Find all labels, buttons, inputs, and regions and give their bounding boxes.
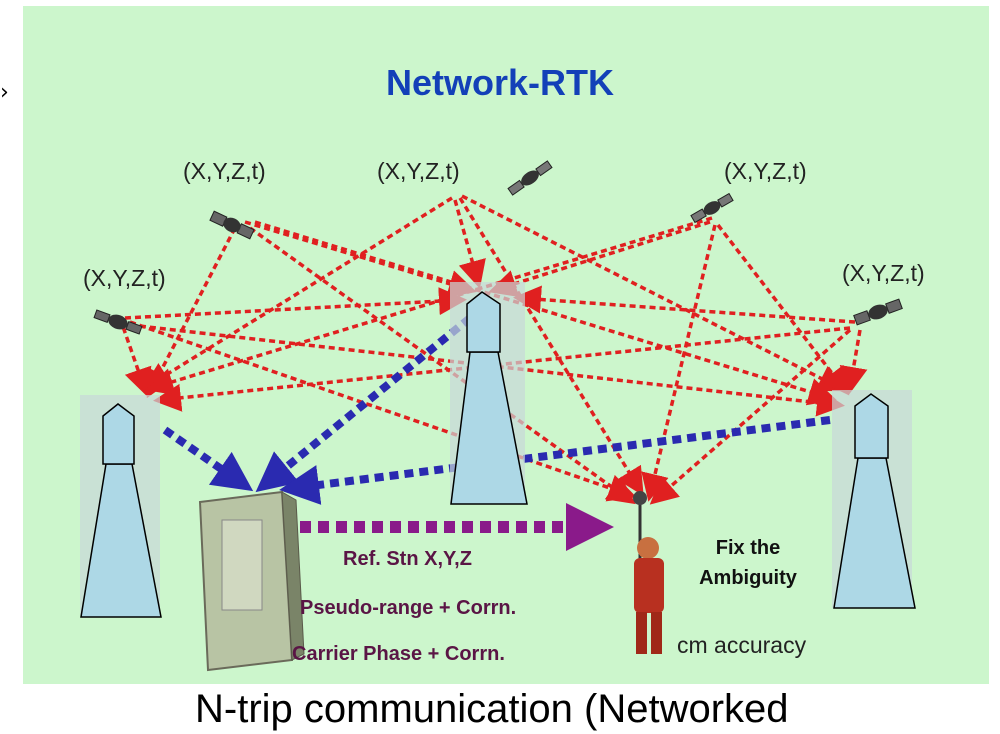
caption-text: N-trip communication (Networked xyxy=(195,687,789,731)
signal-arrow xyxy=(248,226,636,505)
correction-arrows xyxy=(162,314,831,505)
signal-arrow xyxy=(458,197,644,496)
signal-arrow xyxy=(142,196,453,390)
data-flow-line: Pseudo-range + Corrn. xyxy=(300,597,517,619)
rover-status-line: Ambiguity xyxy=(699,567,797,589)
signal-arrow xyxy=(716,223,850,396)
correction-arrow xyxy=(279,416,831,505)
signal-arrow xyxy=(129,320,637,502)
chevron-right-icon: › xyxy=(0,80,9,105)
satellite-label: (X,Y,Z,t) xyxy=(724,158,807,184)
satellite-icon xyxy=(507,160,553,196)
reference-station-tower xyxy=(832,390,916,609)
signal-arrow xyxy=(513,285,856,324)
reference-station-tower xyxy=(450,282,528,505)
rover-status-line: Fix the xyxy=(715,537,781,559)
correction-arrow xyxy=(162,426,254,492)
diagram-title: Network-RTK xyxy=(385,62,614,103)
signal-arrow xyxy=(145,216,713,396)
signal-arrow xyxy=(839,329,868,395)
signal-arrow xyxy=(453,199,486,289)
signal-arrow xyxy=(129,323,845,417)
network-rtk-diagram xyxy=(80,160,916,672)
signal-arrow xyxy=(641,224,717,502)
signal-arrow xyxy=(244,220,477,298)
satellite-label: (X,Y,Z,t) xyxy=(842,260,925,286)
satellite-label: (X,Y,Z,t) xyxy=(377,158,460,184)
signal-arrow xyxy=(124,287,467,320)
satellite-label: (X,Y,Z,t) xyxy=(83,265,166,291)
satellite-icon xyxy=(93,309,143,335)
correction-arrow xyxy=(255,314,473,493)
rover-surveyor-icon xyxy=(633,491,664,654)
signal-arrow xyxy=(488,220,711,298)
satellite-label: (X,Y,Z,t) xyxy=(183,158,266,184)
reference-station-tower xyxy=(80,395,162,618)
satellite-icon xyxy=(209,210,255,240)
data-flow-line: Ref. Stn X,Y,Z xyxy=(343,548,472,570)
data-flow-line: Carrier Phase + Corrn. xyxy=(292,643,505,665)
signal-arrows xyxy=(118,194,868,505)
signal-arrow xyxy=(649,328,852,505)
signal-arrow xyxy=(254,220,837,406)
satellite-icon xyxy=(690,192,734,224)
rover-status: Fix the Ambiguity xyxy=(678,533,818,593)
satellite-icon xyxy=(853,298,903,326)
accuracy-label: cm accuracy xyxy=(677,632,807,658)
network-server-icon xyxy=(198,490,305,672)
signal-arrow xyxy=(461,194,847,392)
signal-arrow xyxy=(153,326,851,412)
signal-arrow xyxy=(118,317,152,397)
